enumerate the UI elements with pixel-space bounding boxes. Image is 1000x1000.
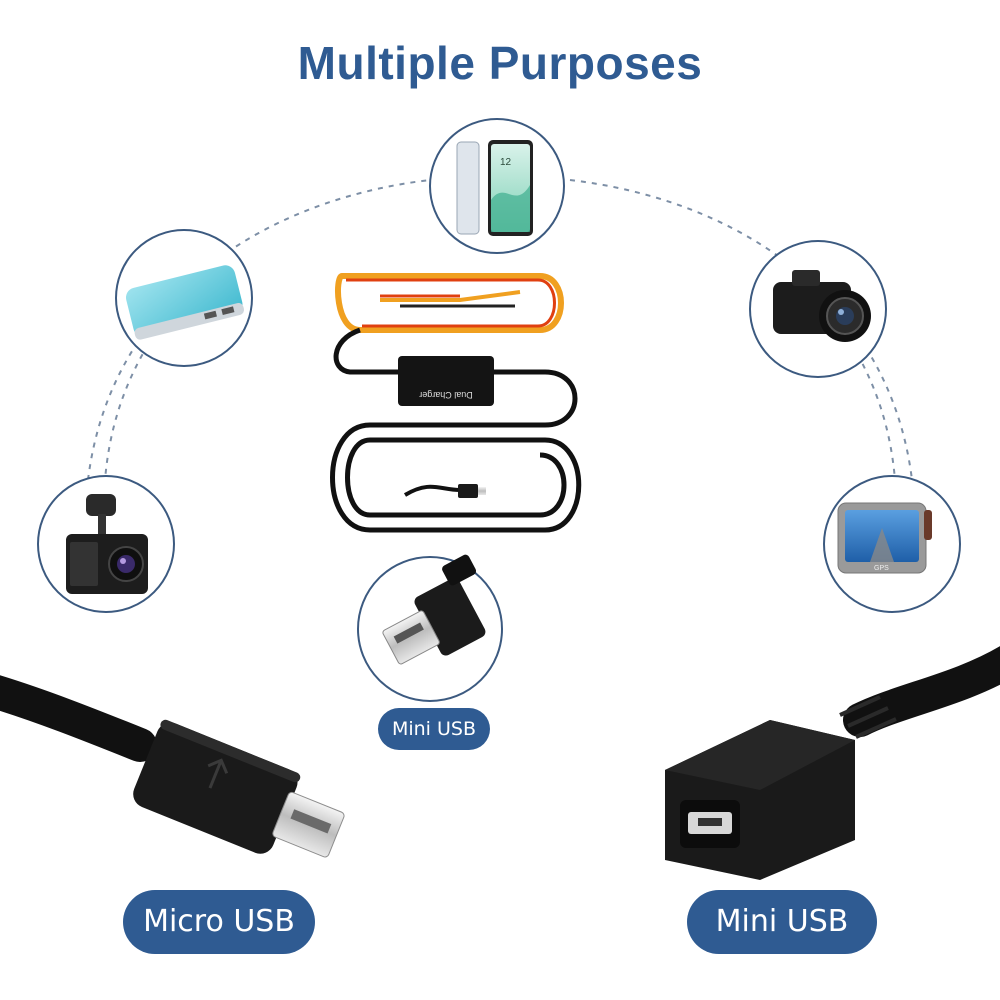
phone-screen-text: 12 <box>500 157 512 168</box>
dash-cam-circle <box>37 475 175 613</box>
smartphone-circle: 12 <box>429 118 565 254</box>
dotted-arc-left-mid <box>104 299 181 481</box>
module-text: Dual Charger <box>419 390 473 400</box>
mini-usb-female-connector <box>665 646 1000 880</box>
right-connector-label: Mini USB <box>687 890 877 954</box>
left-connector-label: Micro USB <box>123 890 315 954</box>
center-connector-label: Mini USB <box>378 708 490 750</box>
mini-usb-plug-circle <box>357 554 503 702</box>
dotted-arc-right-mid <box>819 299 896 481</box>
gps-circle: GPS <box>823 475 961 613</box>
gps-brand-text: GPS <box>874 565 889 572</box>
page-title: Multiple Purposes <box>297 37 703 89</box>
camera-brand-text: Nikon <box>828 275 850 284</box>
hardwire-cable: Dual Charger <box>330 273 582 533</box>
micro-usb-connector <box>0 675 345 858</box>
camera-circle: Nikon <box>749 240 887 378</box>
power-bank-circle <box>115 229 253 367</box>
